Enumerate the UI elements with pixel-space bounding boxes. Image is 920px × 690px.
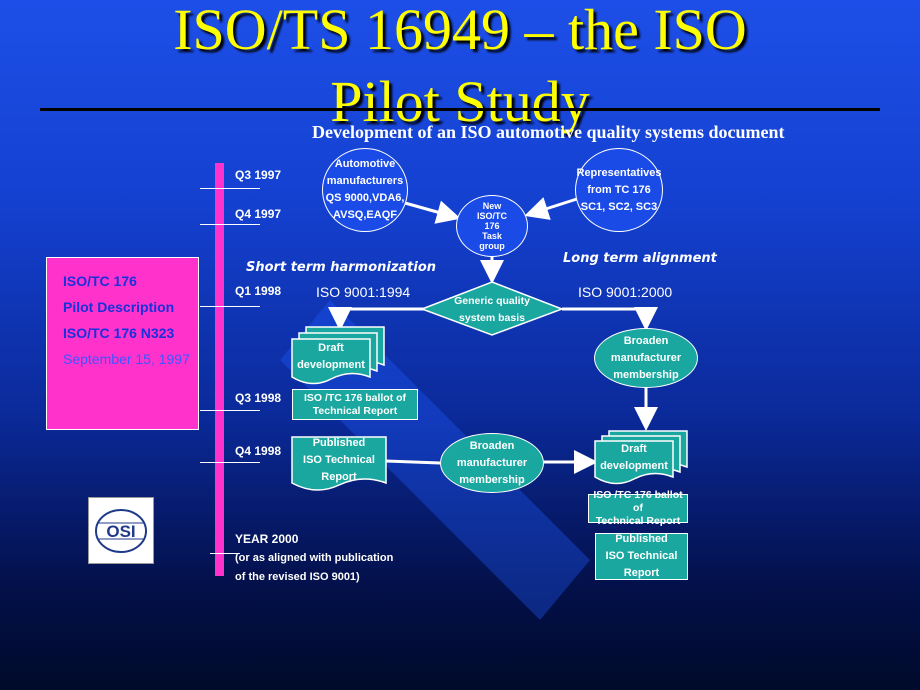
node-text: manufacturer: [456, 456, 528, 469]
node-text: Technical Report: [312, 404, 398, 417]
node-text: Technical Report: [595, 515, 681, 527]
osi-logo: OSI: [88, 497, 154, 564]
node-text: ISO /TC 176 ballot of: [303, 391, 407, 404]
title-divider: [40, 108, 880, 111]
generic-diamond-shape: [419, 281, 565, 336]
info-line-2: Pilot Description: [63, 299, 175, 315]
node-text: group: [479, 241, 505, 251]
draft-right-front-page: [594, 440, 674, 485]
short-term-heading: Short term harmonization: [246, 260, 437, 275]
node-text: QS 9000,VDA6,: [325, 192, 405, 204]
iso-1994-label: ISO 9001:1994: [316, 284, 411, 300]
arrow-generic-to-broaden-right: [562, 307, 658, 331]
slide-title-line2: Pilot Study: [330, 69, 590, 134]
broaden-membership-mid-node: Broaden manufacturer membership: [440, 433, 544, 493]
node-text: Broaden: [623, 334, 669, 347]
info-line-3: ISO/TC 176 N323: [63, 325, 175, 341]
node-text: development: [297, 359, 365, 371]
ballot-right-node: ISO /TC 176 ballot of Technical Report: [588, 489, 688, 527]
node-text: Draft: [621, 443, 647, 455]
node-text: Task: [482, 231, 502, 241]
node-text: development: [600, 460, 668, 472]
timeline-tick: [200, 224, 260, 225]
node-text: SC1, SC2, SC3: [580, 200, 658, 213]
arrow-generic-to-draft-left: [328, 307, 425, 331]
timeline-label-q4-1997: Q4 1997: [235, 207, 282, 221]
node-text: ISO /TC 176 ballot of: [593, 489, 683, 514]
node-text: Representatives: [576, 166, 662, 179]
node-text: membership: [459, 473, 525, 486]
node-text: 176: [484, 221, 500, 231]
node-text: ISO/TC: [476, 211, 507, 221]
iso-2000-label: ISO 9001:2000: [578, 284, 673, 300]
broaden-membership-right-node: Broaden manufacturer membership: [594, 328, 698, 388]
generic-quality-node: Generic quality system basis: [435, 292, 549, 328]
timeline-tick: [200, 306, 260, 307]
node-text: Draft: [318, 342, 344, 354]
ballot-left-node: ISO /TC 176 ballot of Technical Report: [292, 389, 418, 420]
slide-title: ISO/TS 16949 – the ISO Pilot Study: [40, 0, 880, 138]
published-right-node: Published ISO Technical Report: [595, 533, 688, 580]
node-text: Report: [321, 470, 357, 483]
timeline-label-year-2000: YEAR 2000 (or as aligned with publicatio…: [235, 530, 393, 587]
info-line-4: September 15, 1997: [63, 351, 190, 367]
node-text: Published: [615, 533, 668, 545]
published-left-node: Published ISO Technical Report: [292, 437, 386, 483]
node-text: from TC 176: [587, 183, 651, 196]
node-text: Broaden: [469, 439, 515, 452]
node-text: manufacturers: [326, 175, 404, 187]
node-text: New: [482, 201, 502, 211]
timeline-tick: [210, 553, 240, 554]
line-published-to-broaden: [385, 459, 441, 465]
timeline-tick: [200, 188, 260, 189]
timeline-label-q4-1998: Q4 1998: [235, 444, 282, 458]
slide-subtitle: Development of an ISO automotive quality…: [312, 122, 785, 142]
slide-title-line1: ISO/TS 16949 – the ISO: [173, 0, 747, 62]
node-text: system basis: [459, 312, 525, 324]
draft-development-right-node: Draft development: [595, 441, 673, 475]
timeline-label-q1-1998: Q1 1998: [235, 284, 282, 298]
arrow-reps-to-group: [524, 196, 581, 220]
node-text: Automotive: [334, 158, 396, 170]
timeline-tick: [200, 462, 260, 463]
node-text: Report: [623, 567, 660, 579]
timeline-label-q3-1997: Q3 1997: [235, 168, 282, 182]
automotive-manufacturers-node: Automotive manufacturers QS 9000,VDA6, A…: [322, 148, 408, 232]
timeline-tick: [200, 410, 260, 411]
draft-development-left-node: Draft development: [292, 339, 370, 375]
pilot-info-box: ISO/TC 176 Pilot Description ISO/TC 176 …: [46, 257, 199, 430]
svg-text:OSI: OSI: [106, 522, 135, 541]
node-text: ISO Technical: [303, 453, 375, 466]
arrow-automotive-to-group: [404, 200, 461, 224]
timeline-bar: [215, 163, 224, 576]
node-text: membership: [613, 368, 679, 381]
representatives-node: Representatives from TC 176 SC1, SC2, SC…: [575, 148, 663, 232]
year2000-label: YEAR 2000: [235, 532, 299, 546]
long-term-heading: Long term alignment: [563, 251, 717, 266]
node-text: Published: [312, 436, 366, 449]
task-group-node: New ISO/TC 176 Task group: [456, 195, 528, 257]
year2000-note-2: of the revised ISO 9001): [235, 571, 360, 583]
osi-logo-icon: OSI: [95, 508, 147, 553]
draft-left-front-page: [291, 338, 371, 385]
timeline-label-q3-1998: Q3 1998: [235, 391, 282, 405]
node-text: AVSQ,EAQF: [333, 209, 397, 221]
node-text: manufacturer: [610, 351, 682, 364]
node-text: Generic quality: [454, 295, 530, 307]
info-line-1: ISO/TC 176: [63, 273, 137, 289]
published-left-shape: [291, 436, 387, 491]
year2000-note-1: (or as aligned with publication: [235, 552, 394, 564]
node-text: ISO Technical: [605, 550, 678, 562]
